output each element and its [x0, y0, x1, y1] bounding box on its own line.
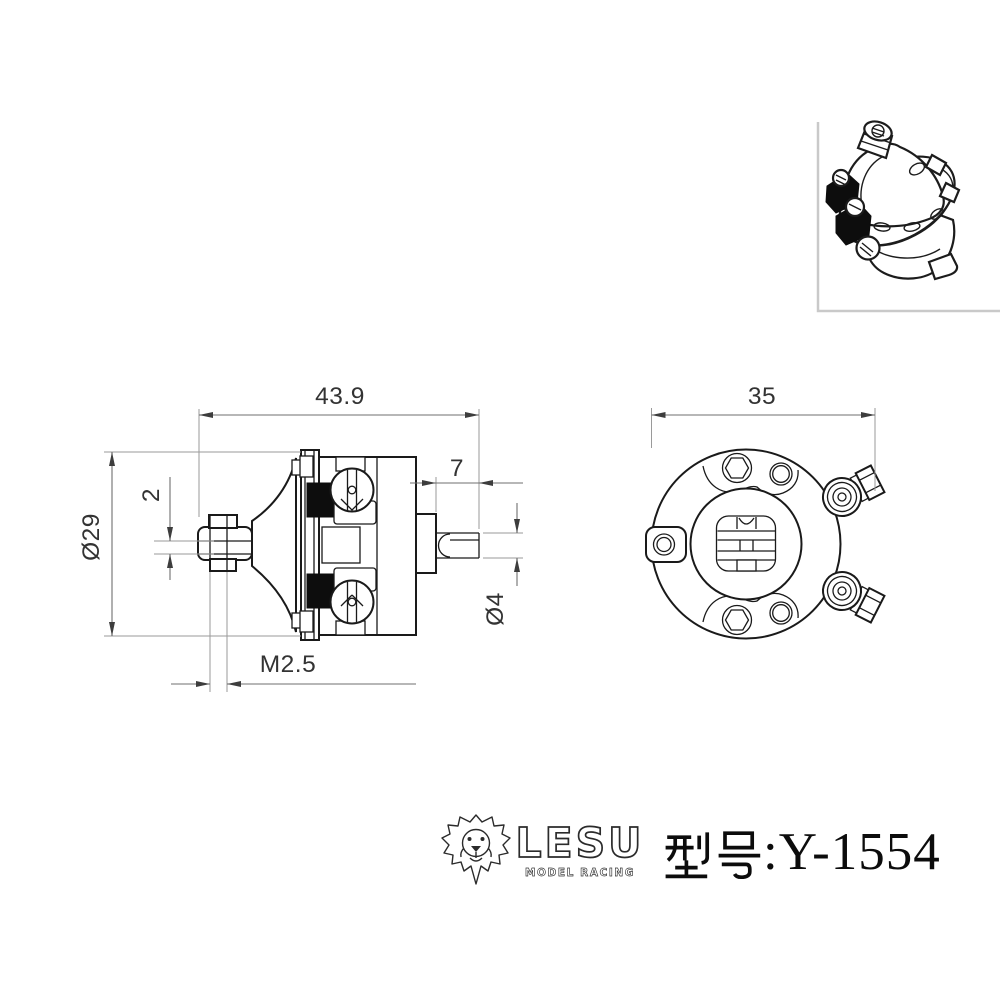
dim-clevis-slot-label: 2 [138, 488, 165, 502]
inset-border [816, 122, 1000, 313]
side-plate-screws [291, 455, 314, 633]
side-view [197, 449, 480, 641]
side-cone [251, 457, 297, 633]
inset-foot-tab [927, 252, 959, 281]
front-hole-top [769, 462, 793, 486]
dim-shaft-length: 7 [410, 455, 523, 512]
side-pulley-bottom [329, 567, 377, 625]
model-label-cn-glyph-hao [718, 831, 761, 880]
dim-overall-length: 43.9 [198, 383, 480, 529]
front-connector-bottom [822, 571, 886, 624]
model-number-text: :Y-1554 [763, 823, 941, 881]
dim-body-diameter: Ø29 [78, 451, 301, 637]
lesu-subtitle: MODEL RACING [525, 867, 635, 879]
inset-3d-view [816, 120, 1000, 313]
side-pulley-top [329, 467, 377, 525]
inset-nipple [856, 120, 894, 160]
dim-overall-width: 35 [651, 383, 876, 491]
dim-clevis-slot: 2 [138, 477, 214, 580]
side-clevis-cap-bottom [209, 558, 237, 572]
front-view [645, 448, 886, 640]
model-label-cn-glyph-xing [665, 832, 710, 879]
dim-shaft-diameter: Ø4 [482, 503, 523, 626]
lesu-wordmark: LESU [516, 819, 645, 867]
lesu-lion-icon [441, 814, 511, 885]
dim-body-diameter-label: Ø29 [78, 513, 105, 561]
side-view-dimensions: 43.9 7 Ø4 Ø29 [78, 383, 523, 692]
dim-pin-thread-label: M2.5 [260, 651, 316, 678]
front-hole-bottom [769, 601, 793, 625]
side-clevis-cap-top [208, 514, 238, 529]
inset-damper-blocks [825, 168, 881, 261]
front-hex-bolt-bottom [721, 604, 753, 636]
footer-brand: LESU MODEL RACING :Y-1554 [441, 814, 941, 885]
front-coupler [715, 515, 777, 572]
front-left-tab [645, 526, 687, 563]
dim-shaft-length-label: 7 [450, 455, 464, 482]
side-clevis-pin [209, 516, 228, 571]
dim-shaft-diameter-label: Ø4 [482, 592, 509, 626]
dim-overall-width-label: 35 [748, 383, 776, 410]
front-view-dimensions: 35 [651, 383, 876, 491]
dim-overall-length-label: 43.9 [315, 383, 365, 410]
inset-tab [938, 181, 961, 204]
side-output-shaft [436, 532, 480, 559]
front-hex-bolt-top [721, 452, 753, 484]
side-boss [415, 513, 437, 574]
inset-tab [924, 153, 948, 177]
side-clevis [197, 526, 253, 561]
front-connector-top [822, 464, 886, 517]
dim-pin-thread: M2.5 [171, 572, 416, 692]
